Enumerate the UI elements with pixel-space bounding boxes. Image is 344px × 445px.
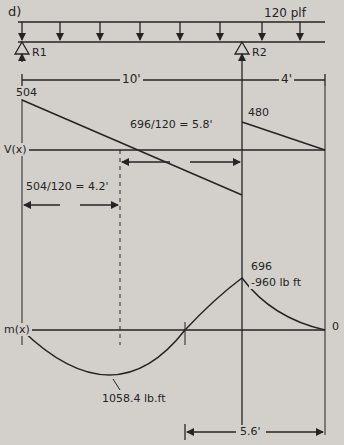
moment-curve — [22, 278, 325, 375]
load-line — [18, 21, 325, 22]
load-arrows — [22, 22, 300, 40]
axis-label: m(x) — [2, 323, 32, 336]
moment-value: -960 lb ft — [249, 276, 303, 289]
moment-value: 1058.4 lb.ft — [100, 392, 168, 405]
reaction-label: R2 — [250, 46, 269, 59]
moment-value: 696 — [249, 260, 274, 273]
pin-support — [15, 42, 29, 54]
axis — [22, 329, 325, 330]
end-line — [325, 86, 326, 435]
reaction-arrow — [21, 54, 22, 62]
beam — [18, 41, 325, 43]
pin-support — [235, 42, 249, 54]
reaction-arrow — [241, 54, 242, 62]
calc-note: 504/120 = 4.2' — [24, 180, 110, 193]
inflection-tick — [185, 322, 186, 345]
dimension-label: 5.6' — [238, 425, 263, 438]
leader-line — [113, 379, 120, 390]
zero-shear-line — [120, 150, 121, 345]
dimension-label: 10' — [120, 72, 143, 86]
dimension-arrow — [185, 424, 323, 440]
shear-value: 504 — [14, 86, 39, 99]
end-line — [22, 86, 23, 345]
dimension-label: 4' — [279, 72, 294, 86]
shear-value: 480 — [246, 106, 271, 119]
calc-note: 696/120 = 5.8' — [128, 118, 214, 131]
reaction-label: R1 — [30, 46, 49, 59]
support-line — [241, 62, 242, 425]
part-label: d) — [6, 4, 23, 20]
shear-line — [22, 100, 242, 195]
axis-label: 0 — [330, 320, 341, 333]
axis-label: V(x) — [2, 143, 29, 156]
dimension-arrow — [24, 204, 118, 205]
shear-line — [242, 122, 325, 150]
load-label: 120 plf — [262, 6, 308, 20]
dimension-arrow — [122, 161, 240, 162]
axis — [22, 149, 325, 150]
